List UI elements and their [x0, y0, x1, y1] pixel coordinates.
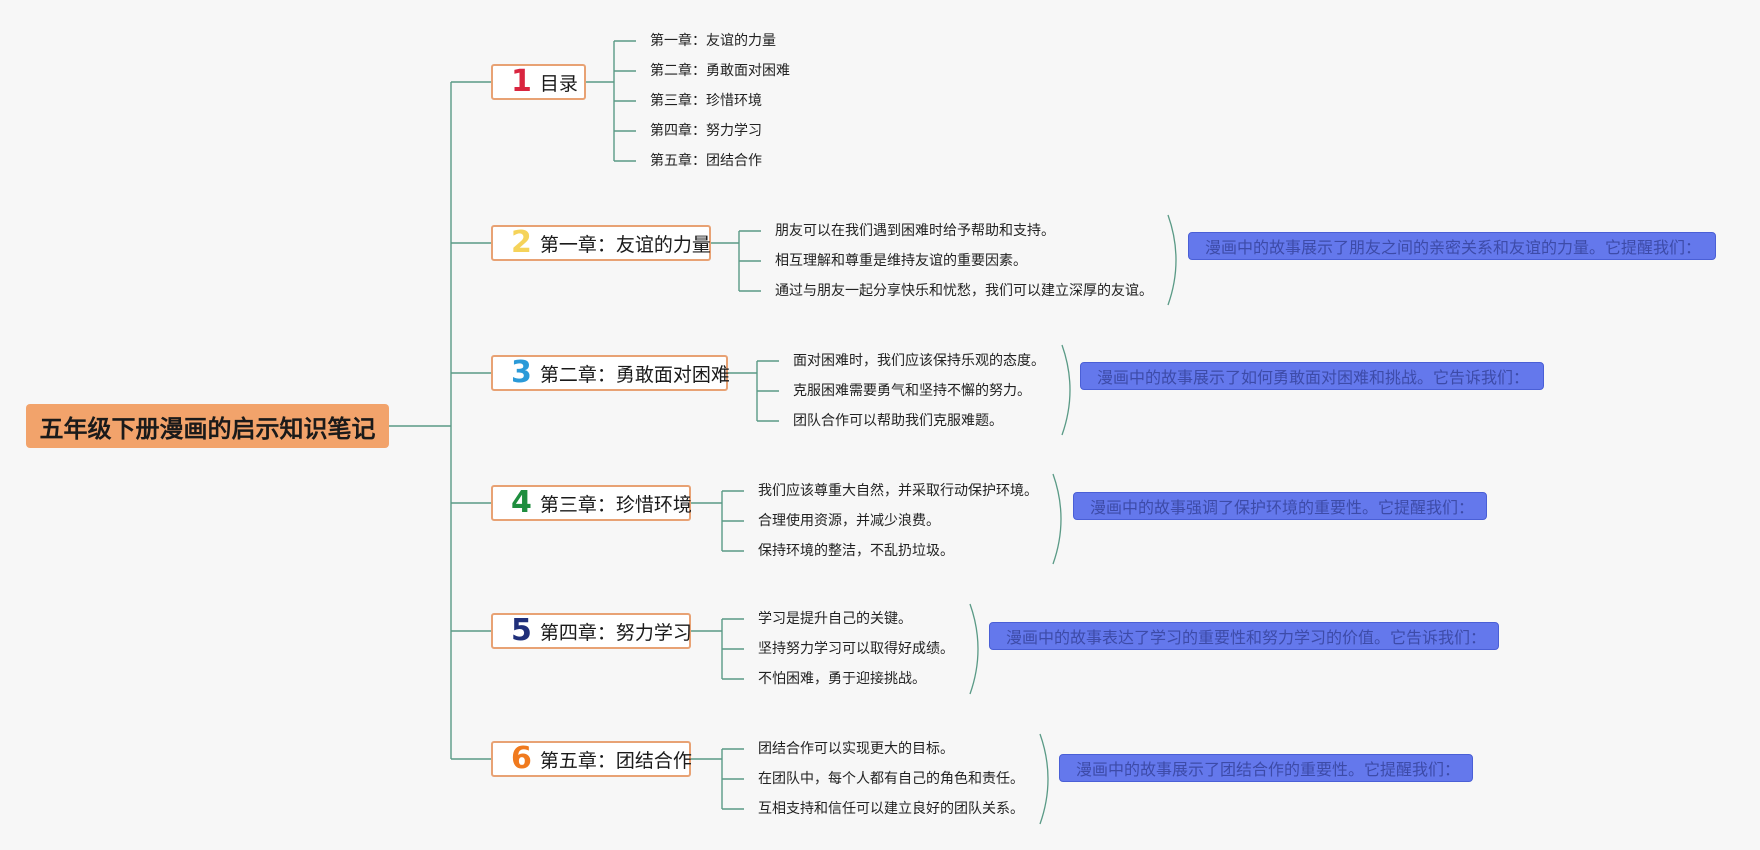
leaf-item[interactable]: 我们应该尊重大自然，并采取行动保护环境。 — [758, 483, 1038, 499]
leaf-item[interactable]: 通过与朋友一起分享快乐和忧愁，我们可以建立深厚的友谊。 — [775, 283, 1153, 299]
summary-note[interactable]: 漫画中的故事强调了保护环境的重要性。它提醒我们： — [1073, 492, 1487, 520]
leaf-item[interactable]: 团队合作可以帮助我们克服难题。 — [793, 413, 1003, 429]
branch-label: 第一章：友谊的力量 — [539, 233, 711, 256]
leaf-item[interactable]: 朋友可以在我们遇到困难时给予帮助和支持。 — [775, 223, 1055, 239]
summary-note[interactable]: 漫画中的故事表达了学习的重要性和努力学习的价值。它告诉我们： — [989, 622, 1499, 650]
leaf-item[interactable]: 在团队中，每个人都有自己的角色和责任。 — [758, 771, 1024, 787]
summary-bracket — [1052, 473, 1062, 565]
branch-node-4[interactable]: 4 第三章：珍惜环境 — [491, 485, 692, 521]
branch-node-1[interactable]: 1 目录 — [491, 64, 586, 100]
summary-bracket — [1061, 344, 1071, 436]
leaf-item[interactable]: 坚持努力学习可以取得好成绩。 — [758, 641, 954, 657]
branch-node-5[interactable]: 5 第四章：努力学习 — [491, 613, 692, 649]
leaf-item[interactable]: 第五章：团结合作 — [650, 153, 762, 169]
branch-number: 5 — [511, 613, 532, 648]
leaf-item[interactable]: 不怕困难，勇于迎接挑战。 — [758, 671, 926, 687]
leaf-item[interactable]: 第一章：友谊的力量 — [650, 33, 776, 49]
branch-number: 2 — [511, 225, 532, 260]
leaf-item[interactable]: 第三章：珍惜环境 — [650, 93, 762, 109]
summary-note[interactable]: 漫画中的故事展示了如何勇敢面对困难和挑战。它告诉我们： — [1080, 362, 1544, 390]
branch-label: 第三章：珍惜环境 — [539, 493, 692, 516]
leaf-item[interactable]: 第二章：勇敢面对困难 — [650, 63, 790, 79]
branch-number: 6 — [511, 741, 532, 776]
root-topic[interactable]: 五年级下册漫画的启示知识笔记 — [26, 404, 389, 448]
summary-note[interactable]: 漫画中的故事展示了朋友之间的亲密关系和友谊的力量。它提醒我们： — [1188, 232, 1716, 260]
branch-label: 第五章：团结合作 — [539, 749, 692, 772]
branch-number: 4 — [511, 485, 532, 520]
branch-node-2[interactable]: 2 第一章：友谊的力量 — [491, 225, 711, 261]
summary-bracket — [1167, 214, 1177, 306]
leaf-item[interactable]: 第四章：努力学习 — [650, 123, 762, 139]
branch-node-3[interactable]: 3 第二章：勇敢面对困难 — [491, 355, 730, 391]
summary-bracket — [969, 603, 979, 695]
branch-label: 第二章：勇敢面对困难 — [539, 363, 730, 386]
branch-node-6[interactable]: 6 第五章：团结合作 — [491, 741, 692, 777]
branch-label: 第四章：努力学习 — [539, 621, 692, 644]
summary-note[interactable]: 漫画中的故事展示了团结合作的重要性。它提醒我们： — [1059, 754, 1473, 782]
leaf-item[interactable]: 保持环境的整洁，不乱扔垃圾。 — [758, 543, 954, 559]
leaf-item[interactable]: 相互理解和尊重是维持友谊的重要因素。 — [775, 253, 1027, 269]
leaf-item[interactable]: 面对困难时，我们应该保持乐观的态度。 — [793, 353, 1045, 369]
branch-number: 3 — [511, 355, 532, 390]
leaf-item[interactable]: 克服困难需要勇气和坚持不懈的努力。 — [793, 383, 1031, 399]
leaf-item[interactable]: 互相支持和信任可以建立良好的团队关系。 — [758, 801, 1024, 817]
branch-number: 1 — [511, 64, 532, 99]
leaf-item[interactable]: 合理使用资源，并减少浪费。 — [758, 513, 940, 529]
leaf-item[interactable]: 学习是提升自己的关键。 — [758, 611, 912, 627]
summary-bracket — [1039, 733, 1049, 825]
leaf-item[interactable]: 团结合作可以实现更大的目标。 — [758, 741, 954, 757]
branch-label: 目录 — [539, 72, 578, 95]
